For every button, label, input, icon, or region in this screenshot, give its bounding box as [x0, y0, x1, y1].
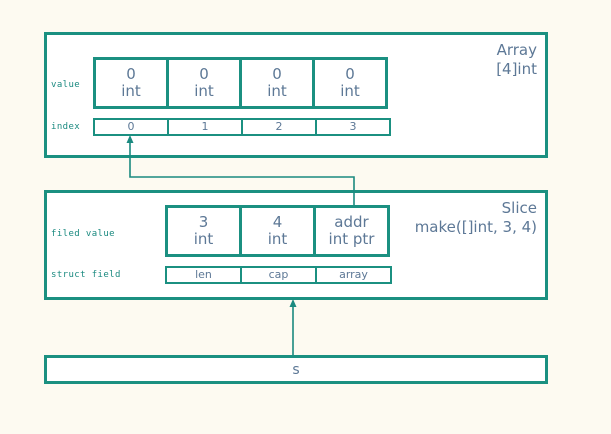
array-cell-0-type: int	[121, 82, 141, 100]
slice-field-row-label: struct field	[51, 270, 121, 280]
slice-caption-line2: make([]int, 3, 4)	[414, 218, 537, 236]
array-index-row-label: index	[51, 122, 81, 132]
array-cell-0-value: 0	[126, 65, 136, 83]
slice-field-cap[interactable]: cap	[240, 266, 317, 284]
array-cell-2-value: 0	[272, 65, 282, 83]
array-value-cells: 0 int 0 int 0 int 0 int	[93, 57, 388, 109]
slice-cell-cap[interactable]: 4 int	[239, 205, 316, 257]
array-index-cells: 0 1 2 3	[93, 118, 391, 136]
slice-len-value: 3	[198, 213, 209, 231]
slice-caption-line1: Slice	[501, 199, 537, 217]
array-cell-1-type: int	[194, 82, 214, 100]
variable-name: s	[292, 361, 300, 378]
slice-array-type: int ptr	[328, 230, 375, 248]
array-cell-3-type: int	[340, 82, 360, 100]
array-cell-2-type: int	[267, 82, 287, 100]
slice-cell-len[interactable]: 3 int	[165, 205, 242, 257]
array-caption-line1: Array	[496, 41, 537, 59]
array-cell-2[interactable]: 0 int	[239, 57, 315, 109]
slice-array-value: addr	[334, 213, 369, 231]
array-index-0[interactable]: 0	[93, 118, 169, 136]
array-cell-3[interactable]: 0 int	[312, 57, 388, 109]
array-caption-line2: [4]int	[496, 60, 537, 78]
variable-container: s	[44, 355, 548, 384]
slice-cell-array[interactable]: addr int ptr	[313, 205, 390, 257]
slice-field-len[interactable]: len	[165, 266, 242, 284]
array-index-1[interactable]: 1	[167, 118, 243, 136]
array-value-row-label: value	[51, 80, 81, 90]
variable-pointer-arrow	[289, 299, 297, 355]
slice-field-array[interactable]: array	[315, 266, 392, 284]
array-index-2[interactable]: 2	[241, 118, 317, 136]
array-cell-1-value: 0	[199, 65, 209, 83]
slice-cap-type: int	[267, 230, 288, 248]
array-cell-1[interactable]: 0 int	[166, 57, 242, 109]
slice-cap-value: 4	[272, 213, 283, 231]
slice-len-type: int	[193, 230, 214, 248]
array-caption: Array[4]int	[496, 41, 537, 79]
slice-value-row-label: filed value	[51, 229, 116, 239]
array-index-3[interactable]: 3	[315, 118, 391, 136]
slice-field-cells: len cap array	[165, 266, 392, 284]
slice-value-cells: 3 int 4 int addr int ptr	[165, 205, 390, 257]
array-cell-0[interactable]: 0 int	[93, 57, 169, 109]
array-cell-3-value: 0	[345, 65, 355, 83]
